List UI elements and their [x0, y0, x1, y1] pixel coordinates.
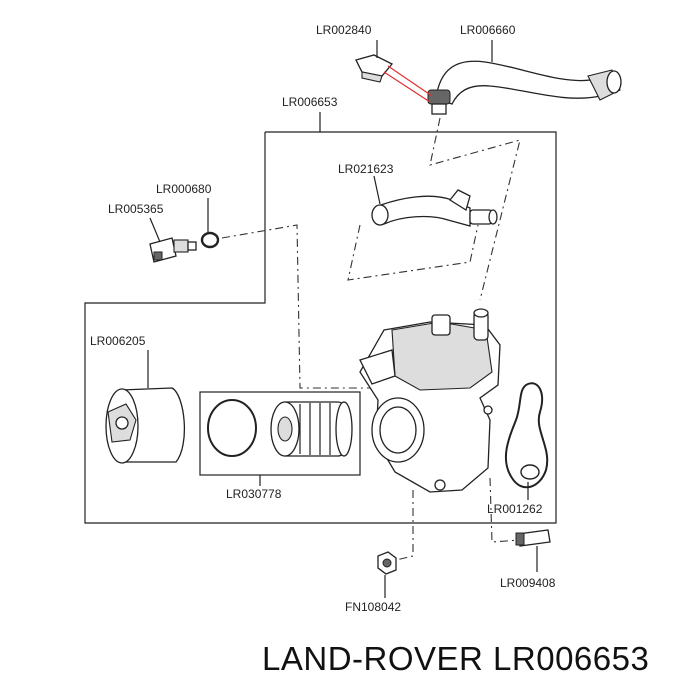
dash-hose-to-housing — [429, 117, 521, 301]
label-lr000680: LR000680 — [156, 182, 212, 196]
filter-element-box — [199, 391, 361, 476]
label-fn108042: FN108042 — [345, 600, 402, 614]
label-lr001262: LR001262 — [487, 502, 543, 516]
leader-lr021623 — [373, 175, 381, 205]
housing-gasket — [504, 382, 549, 489]
filter-o-ring — [207, 399, 257, 457]
clip-red-line-a — [387, 65, 433, 97]
label-lr030778: LR030778 — [226, 487, 282, 501]
hex-nut — [377, 551, 397, 575]
label-lr006660: LR006660 — [460, 23, 516, 37]
label-lr009408: LR009408 — [500, 576, 556, 590]
dowel-pin — [515, 529, 551, 547]
label-lr005365: LR005365 — [108, 202, 164, 216]
filter-element — [270, 401, 353, 457]
brand-part-number: LAND-ROVER LR006653 — [262, 640, 650, 677]
label-lr006653: LR006653 — [282, 95, 338, 109]
oil-sensor — [149, 237, 197, 263]
dash-pipe-box — [347, 224, 479, 281]
coolant-pipe — [371, 189, 498, 227]
label-lr002840: LR002840 — [316, 23, 372, 37]
coolant-hose — [427, 60, 622, 115]
clip-red-line-b — [383, 71, 431, 103]
label-lr021623: LR021623 — [338, 162, 394, 176]
leader-lr005365 — [149, 217, 161, 243]
filter-cap — [105, 387, 186, 464]
sensor-o-ring — [200, 231, 220, 249]
dash-housing-to-nut — [387, 490, 414, 563]
dash-housing-to-pin — [489, 477, 521, 543]
oil-filter-housing — [359, 308, 501, 493]
dash-sensor-to-housing — [221, 224, 400, 389]
label-lr006205: LR006205 — [90, 334, 146, 348]
assembly-frame — [84, 131, 557, 524]
gasket-inner-ring — [520, 464, 540, 480]
hose-clip — [355, 54, 394, 83]
